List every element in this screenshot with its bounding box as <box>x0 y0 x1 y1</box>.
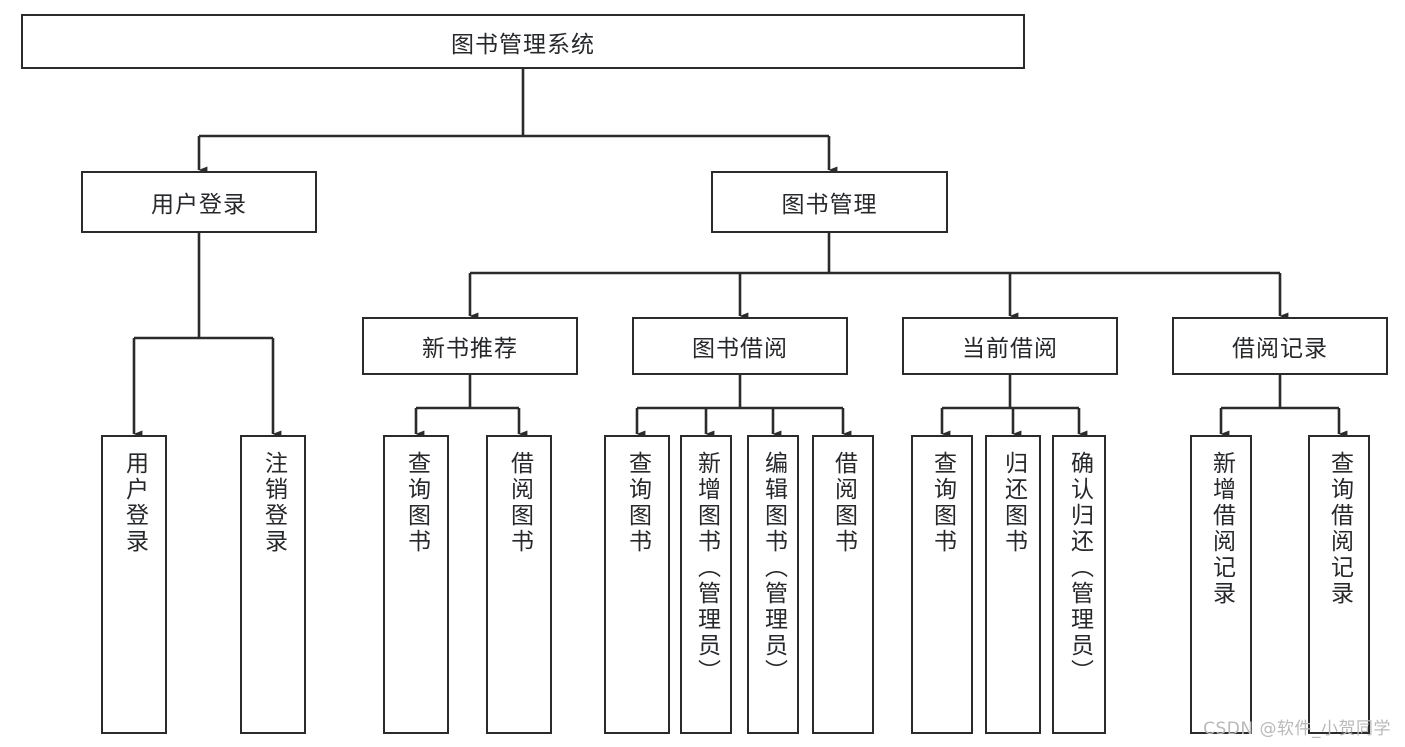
node-label: 用户登录 <box>151 192 247 218</box>
node-leaf-return-book[interactable]: 归还图书 <box>985 435 1041 734</box>
node-label: 新书推荐 <box>422 336 518 362</box>
node-leaf-user-login[interactable]: 用户登录 <box>101 435 167 734</box>
node-borrow-record[interactable]: 借阅记录 <box>1172 317 1388 375</box>
node-label: 查询借阅记录 <box>1326 451 1353 607</box>
node-label: 新增借阅记录 <box>1208 451 1235 607</box>
node-label: 编辑图书（管理员） <box>760 451 787 685</box>
node-label: 用户登录 <box>121 451 148 555</box>
node-root[interactable]: 图书管理系统 <box>21 14 1025 69</box>
node-label: 借阅图书 <box>830 451 857 555</box>
node-label: 图书管理 <box>781 192 878 218</box>
node-leaf-add-borrow-record[interactable]: 新增借阅记录 <box>1190 435 1252 734</box>
node-new-book-recommend[interactable]: 新书推荐 <box>362 317 578 375</box>
node-leaf-borrow-book-1[interactable]: 借阅图书 <box>486 435 552 734</box>
node-leaf-query-book-2[interactable]: 查询图书 <box>604 435 670 734</box>
node-leaf-query-book-1[interactable]: 查询图书 <box>383 435 449 734</box>
node-book-borrow[interactable]: 图书借阅 <box>632 317 848 375</box>
node-current-borrow[interactable]: 当前借阅 <box>902 317 1118 375</box>
node-leaf-query-borrow-record[interactable]: 查询借阅记录 <box>1308 435 1370 734</box>
node-label: 图书管理系统 <box>451 31 595 58</box>
node-label: 确认归还（管理员） <box>1066 451 1093 685</box>
node-leaf-borrow-book-2[interactable]: 借阅图书 <box>812 435 874 734</box>
node-label: 查询图书 <box>624 451 651 555</box>
node-label: 当前借阅 <box>962 336 1058 362</box>
node-label: 图书借阅 <box>692 336 788 362</box>
node-leaf-edit-book[interactable]: 编辑图书（管理员） <box>747 435 799 734</box>
node-leaf-add-book[interactable]: 新增图书（管理员） <box>680 435 732 734</box>
node-book-manage[interactable]: 图书管理 <box>711 171 948 233</box>
node-leaf-query-book-3[interactable]: 查询图书 <box>911 435 973 734</box>
node-label: 归还图书 <box>1000 451 1027 555</box>
node-label: 借阅图书 <box>506 451 533 555</box>
node-label: 注销登录 <box>260 451 287 555</box>
node-leaf-user-logout[interactable]: 注销登录 <box>240 435 306 734</box>
node-label: 新增图书（管理员） <box>693 451 720 685</box>
node-label: 查询图书 <box>929 451 956 555</box>
node-user-login[interactable]: 用户登录 <box>81 171 317 233</box>
node-label: 查询图书 <box>403 451 430 555</box>
watermark-label: CSDN @软件_小贺同学 <box>1203 719 1391 739</box>
edges-group <box>132 69 1348 438</box>
node-leaf-confirm-return[interactable]: 确认归还（管理员） <box>1052 435 1106 734</box>
node-label: 借阅记录 <box>1232 336 1328 362</box>
